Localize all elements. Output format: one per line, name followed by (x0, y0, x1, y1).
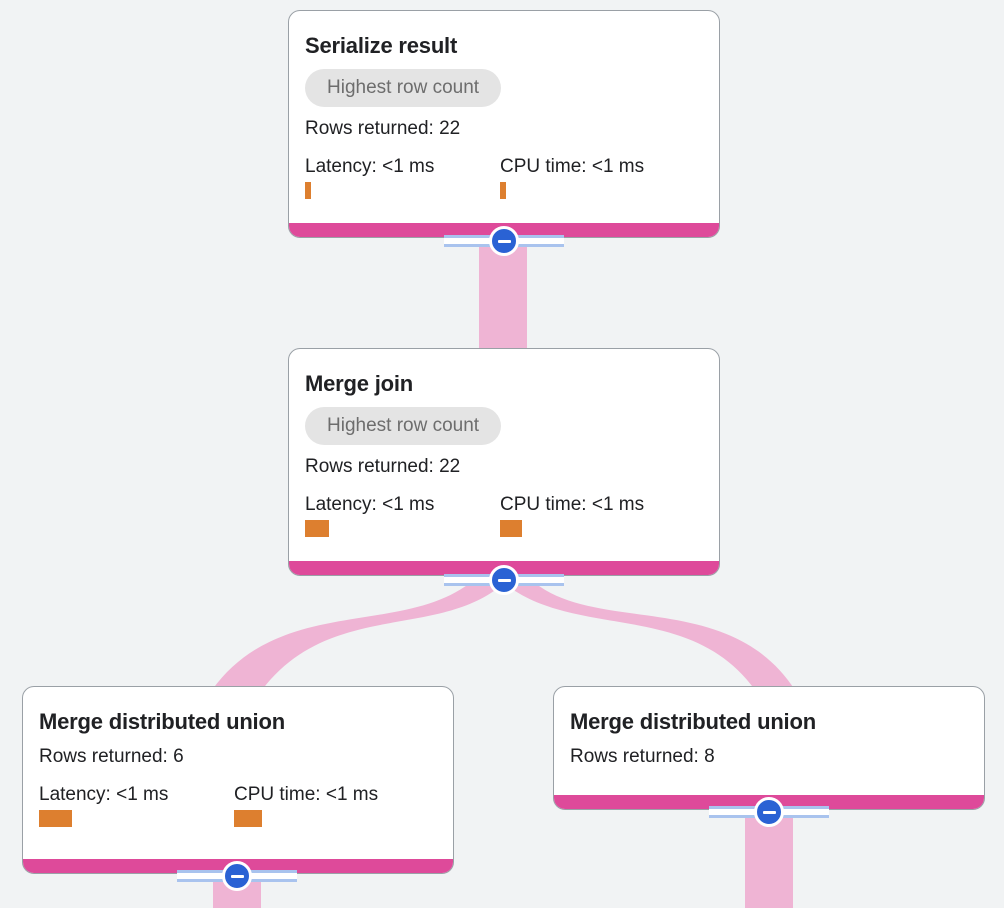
metric-cpu-time-bar (500, 182, 506, 199)
edge-serialize-to-merge-join (479, 240, 527, 350)
minus-glyph (497, 239, 511, 243)
metric-cpu-time-label: CPU time: <1 ms (234, 784, 379, 805)
metric-latency-bar (305, 520, 329, 537)
metric-cpu-time: CPU time: <1 ms (234, 783, 429, 827)
metric-latency-bar (305, 182, 311, 199)
collapse-serialize-result-button[interactable] (444, 226, 564, 256)
node-merge-join[interactable]: Merge join Highest row count Rows return… (288, 348, 720, 576)
metric-latency: Latency: <1 ms (39, 783, 234, 827)
edge-merge-join-to-left-union (212, 583, 504, 690)
node-body: Merge distributed union Rows returned: 6… (23, 687, 453, 843)
node-body: Merge join Highest row count Rows return… (289, 349, 719, 553)
metrics-row: Latency: <1 ms CPU time: <1 ms (39, 783, 437, 827)
metric-cpu-time: CPU time: <1 ms (500, 155, 695, 199)
edge-merge-join-to-right-union (504, 583, 795, 690)
metric-latency-label: Latency: <1 ms (305, 494, 435, 515)
minus-glyph (497, 578, 511, 582)
metric-cpu-time-label: CPU time: <1 ms (500, 494, 645, 515)
collapse-union-right-button[interactable] (709, 797, 829, 827)
metrics-row: Latency: <1 ms CPU time: <1 ms (305, 493, 703, 537)
metric-cpu-time: CPU time: <1 ms (500, 493, 695, 537)
minus-glyph (762, 810, 776, 814)
node-body: Merge distributed union Rows returned: 8 (554, 687, 984, 799)
status-badge: Highest row count (305, 69, 502, 107)
node-title: Merge distributed union (39, 709, 285, 734)
metric-latency-label: Latency: <1 ms (39, 784, 169, 805)
node-merge-distributed-union-left[interactable]: Merge distributed union Rows returned: 6… (22, 686, 454, 874)
minus-glyph (230, 874, 244, 878)
metric-cpu-time-bar (234, 810, 262, 827)
minus-circle-icon[interactable] (222, 861, 252, 891)
node-merge-distributed-union-right[interactable]: Merge distributed union Rows returned: 8 (553, 686, 985, 810)
node-body: Serialize result Highest row count Rows … (289, 11, 719, 215)
metric-latency: Latency: <1 ms (305, 155, 500, 199)
rows-returned: Rows returned: 8 (570, 746, 715, 767)
metric-cpu-time-label: CPU time: <1 ms (500, 156, 645, 177)
metrics-row: Latency: <1 ms CPU time: <1 ms (305, 155, 703, 199)
minus-circle-icon[interactable] (489, 226, 519, 256)
minus-circle-icon[interactable] (754, 797, 784, 827)
rows-returned: Rows returned: 6 (39, 746, 184, 767)
rows-returned: Rows returned: 22 (305, 118, 461, 139)
metric-cpu-time-bar (500, 520, 522, 537)
node-title: Merge distributed union (570, 709, 816, 734)
node-serialize-result[interactable]: Serialize result Highest row count Rows … (288, 10, 720, 238)
rows-returned: Rows returned: 22 (305, 456, 461, 477)
node-title: Serialize result (305, 33, 458, 58)
metric-latency-label: Latency: <1 ms (305, 156, 435, 177)
metric-latency-bar (39, 810, 72, 827)
node-title: Merge join (305, 371, 414, 396)
collapse-merge-join-button[interactable] (444, 565, 564, 595)
metric-latency: Latency: <1 ms (305, 493, 500, 537)
collapse-union-left-button[interactable] (177, 861, 297, 891)
status-badge: Highest row count (305, 407, 502, 445)
minus-circle-icon[interactable] (489, 565, 519, 595)
